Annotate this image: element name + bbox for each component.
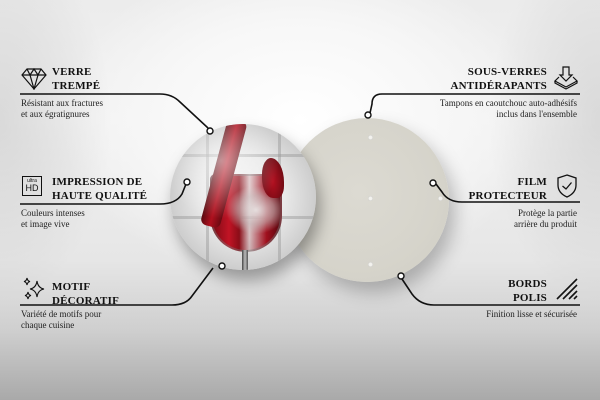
- feature-description: Variété de motifs pour: [21, 309, 102, 319]
- feature-heading: POLIS: [512, 292, 547, 304]
- feature-motif: MOTIF DÉCORATIF: [52, 280, 119, 308]
- shield-check-icon: [556, 174, 578, 203]
- feature-heading: VERRE: [52, 66, 92, 78]
- feature-description: Finition lisse et sécurisée: [486, 309, 577, 319]
- diagonal-lines-icon: [555, 278, 579, 305]
- pad-hole: [368, 196, 373, 201]
- feature-heading: PROTECTEUR: [468, 190, 547, 202]
- feature-heading: FILM: [517, 176, 547, 188]
- feature-heading: MOTIF: [52, 281, 91, 293]
- feature-description: inclus dans l'ensemble: [496, 108, 577, 119]
- feature-verre-trempe: VERRE TREMPÉ: [52, 65, 100, 93]
- pad-hole: [368, 262, 373, 267]
- pad-hole: [368, 135, 373, 140]
- feature-sous-verres: SOUS-VERRES ANTIDÉRAPANTS: [450, 65, 547, 93]
- feature-impression-desc: Couleurs intenses et image vive: [21, 208, 85, 229]
- ultra-hd-label: ultra: [27, 178, 37, 184]
- feature-heading: ANTIDÉRAPANTS: [450, 80, 547, 92]
- feature-description: chaque cuisine: [21, 319, 75, 330]
- feature-description: Couleurs intenses: [21, 208, 85, 218]
- feature-heading: SOUS-VERRES: [467, 66, 547, 78]
- feature-heading: BORDS: [508, 278, 547, 290]
- feature-bords-desc: Finition lisse et sécurisée: [486, 309, 577, 320]
- feature-motif-desc: Variété de motifs pour chaque cuisine: [21, 309, 101, 330]
- diamond-icon: [21, 67, 47, 95]
- feature-heading: IMPRESSION DE: [52, 176, 143, 188]
- feature-description: Protège la partie: [518, 208, 577, 218]
- download-tray-icon: [554, 66, 578, 95]
- feature-film: FILM PROTECTEUR: [469, 175, 547, 203]
- feature-verre-trempe-desc: Résistant aux fractures et aux égratignu…: [21, 98, 103, 119]
- feature-heading: HAUTE QUALITÉ: [52, 190, 148, 202]
- feature-impression: IMPRESSION DE HAUTE QUALITÉ: [52, 175, 147, 203]
- sparkles-icon: [22, 277, 46, 306]
- feature-sous-verres-desc: Tampons en caoutchouc auto-adhésifs incl…: [440, 98, 577, 119]
- feature-bords: BORDS POLIS: [508, 277, 547, 305]
- feature-description: et image vive: [21, 218, 70, 229]
- pad-hole: [438, 196, 443, 201]
- feature-description: et aux égratignures: [21, 108, 90, 119]
- ultra-hd-label: HD: [25, 183, 39, 193]
- glass-glare: [170, 124, 316, 270]
- ultra-hd-icon: ultra HD: [22, 176, 42, 196]
- feature-description: arrière du produit: [514, 218, 577, 229]
- feature-description: Résistant aux fractures: [21, 98, 103, 108]
- feature-film-desc: Protège la partie arrière du produit: [514, 208, 577, 229]
- feature-description: Tampons en caoutchouc auto-adhésifs: [439, 98, 577, 108]
- coaster-front-image: [170, 124, 316, 270]
- feature-heading: DÉCORATIF: [52, 295, 119, 307]
- feature-heading: TREMPÉ: [52, 80, 101, 92]
